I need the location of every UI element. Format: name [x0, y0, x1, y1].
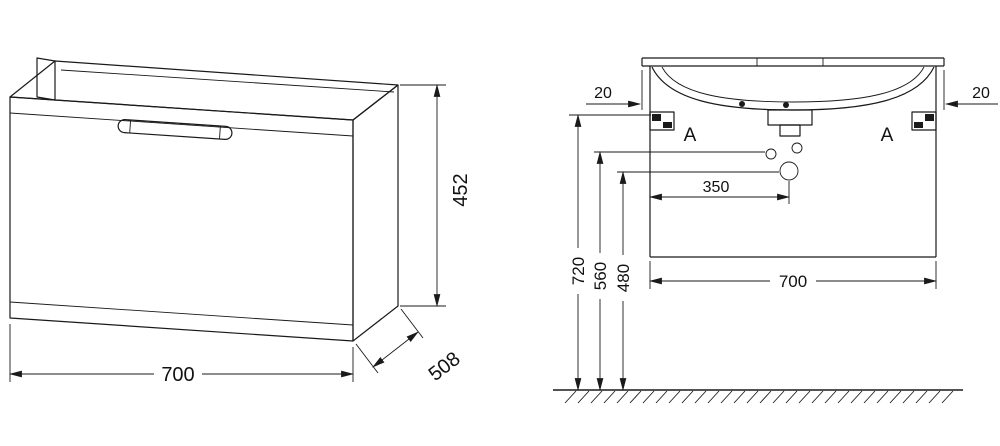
ground-hatching: [564, 390, 954, 404]
perspective-view: 452 700 508: [8, 57, 472, 386]
height-inlet-label: 560: [591, 262, 610, 290]
ground-line: [553, 389, 963, 404]
mounting-bracket-left: [649, 111, 675, 131]
dimension-overhang-left-20: 20: [586, 70, 643, 110]
drain-outlet: [779, 124, 801, 137]
dimension-overhang-right-20: 20: [943, 70, 998, 110]
height-drain-label: 480: [614, 264, 633, 292]
dimension-cabinet-width-700: 700: [648, 261, 938, 291]
cabinet-top-face: [9, 60, 399, 121]
bracket-label-right: A: [881, 125, 894, 146]
cabinet-width-label: 700: [779, 272, 807, 291]
cabinet-side-face: [352, 84, 399, 342]
drawer-bottom-seam: [9, 301, 354, 326]
washbasin-section: [651, 66, 935, 137]
bracket-label-left: A: [684, 125, 697, 146]
inlet-hole-left: [765, 148, 777, 160]
dimension-width-700: 700: [8, 324, 355, 386]
dimension-drain-offset-350: 350: [648, 179, 791, 204]
cabinet-front-outline: [649, 66, 937, 258]
countertop: [641, 57, 945, 67]
drain-body: [767, 109, 813, 126]
width-dimension-label: 700: [161, 364, 194, 386]
depth-dimension-label: 508: [425, 348, 465, 386]
cabinet-front-face: [9, 96, 354, 342]
mounting-bracket-right: [911, 111, 937, 131]
fixing-dot-right: [783, 102, 789, 108]
drawer-top-seam: [9, 112, 354, 137]
height-dimension-label: 452: [450, 173, 472, 206]
service-holes: [765, 142, 803, 181]
dimension-height-452: 452: [400, 83, 472, 308]
top-face-inner-edge: [60, 69, 395, 93]
drawer-handle: [117, 119, 233, 140]
cabinet-body-outline: [9, 57, 399, 342]
drain-hole: [779, 161, 799, 181]
drain-offset-label: 350: [703, 179, 730, 196]
dimension-height-720: 720: [568, 113, 651, 392]
back-panel-edge: [36, 57, 56, 101]
dimension-depth-508: 508: [355, 308, 465, 386]
fixing-dot-left: [739, 101, 745, 107]
overhang-right-label: 20: [972, 85, 990, 102]
front-elevation-view: A A 20 20 350: [553, 57, 998, 404]
inlet-hole-right: [791, 142, 803, 154]
overhang-left-label: 20: [594, 85, 612, 102]
dimension-height-480: 480: [613, 170, 779, 392]
dimension-height-560: 560: [590, 150, 765, 392]
height-top-label: 720: [569, 257, 588, 285]
